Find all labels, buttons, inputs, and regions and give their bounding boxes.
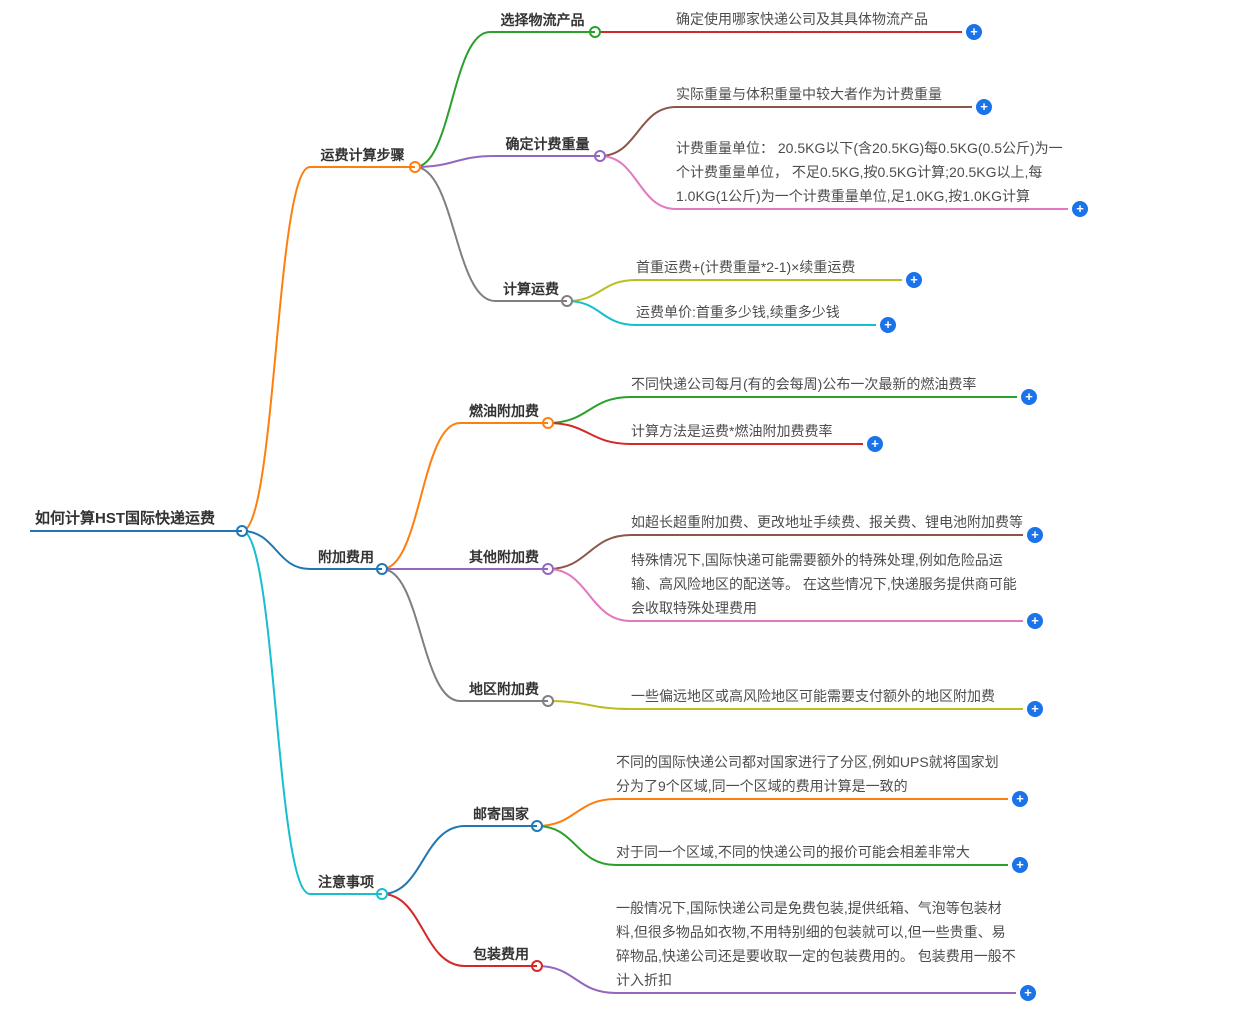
link-remote-area-fee (547, 700, 632, 710)
leaf-special-handling-fee[interactable]: 特殊情况下,国际快递可能需要额外的特殊处理,例如危险品运输、高风险地区的配送等。… (631, 548, 1023, 622)
link-root-freight-steps (241, 166, 311, 532)
link-freight-formula (566, 279, 637, 302)
link-surcharges-fuel (381, 422, 461, 570)
node-determine-chargeable-weight[interactable]: 确定计费重量 (495, 133, 600, 157)
expand-button-freight-formula[interactable]: + (906, 272, 922, 288)
link-notes-destination-country (381, 825, 466, 895)
link-root-surcharges (241, 530, 311, 570)
leaf-weight-unit-rules[interactable]: 计费重量单位： 20.5KG以下(含20.5KG)每0.5KG(0.5公斤)为一… (676, 136, 1068, 210)
node-surcharges[interactable]: 附加费用 (310, 546, 382, 570)
link-surcharges-regional (381, 568, 461, 702)
link-root-notes (241, 530, 311, 895)
leaf-actual-vs-volumetric-weight[interactable]: 实际重量与体积重量中较大者作为计费重量 (676, 82, 972, 108)
expand-button-other-surcharge-types[interactable]: + (1027, 527, 1043, 543)
expand-button-packaging-detail[interactable]: + (1020, 985, 1036, 1001)
expand-button-select-product-detail[interactable]: + (966, 24, 982, 40)
node-packaging-fee[interactable]: 包装费用 (465, 943, 537, 967)
node-freight-calc-steps[interactable]: 运费计算步骤 (310, 144, 415, 168)
link-fuel-calc-method (547, 422, 632, 445)
node-destination-country[interactable]: 邮寄国家 (465, 803, 537, 827)
expand-button-remote-area-fee[interactable]: + (1027, 701, 1043, 717)
link-freight-unit-price (566, 300, 637, 326)
link-packaging-detail (536, 965, 617, 994)
leaf-select-product-detail[interactable]: 确定使用哪家快递公司及其具体物流产品 (676, 7, 962, 33)
leaf-quote-difference[interactable]: 对于同一个区域,不同的快递公司的报价可能会相差非常大 (616, 840, 1008, 866)
expand-button-freight-unit-price[interactable]: + (880, 317, 896, 333)
node-select-logistics-product[interactable]: 选择物流产品 (490, 9, 595, 33)
expand-button-fuel-calc-method[interactable]: + (867, 436, 883, 452)
link-steps-calc-freight (414, 166, 496, 302)
expand-button-country-zones[interactable]: + (1012, 791, 1028, 807)
leaf-other-surcharge-types[interactable]: 如超长超重附加费、更改地址手续费、报关费、锂电池附加费等 (631, 510, 1023, 536)
expand-button-weight-unit-rules[interactable]: + (1072, 201, 1088, 217)
node-notes[interactable]: 注意事项 (310, 871, 382, 895)
link-steps-chargeable-weight (414, 155, 496, 168)
link-weight-actual-vs-volumetric (599, 106, 677, 157)
node-fuel-surcharge[interactable]: 燃油附加费 (460, 400, 548, 424)
leaf-packaging-detail[interactable]: 一般情况下,国际快递公司是免费包装,提供纸箱、气泡等包装材料,但很多物品如衣物,… (616, 896, 1016, 994)
link-country-zones (536, 798, 617, 827)
node-root[interactable]: 如何计算HST国际快递运费 (30, 508, 242, 532)
leaf-freight-unit-price[interactable]: 运费单价:首重多少钱,续重多少钱 (636, 300, 876, 326)
leaf-fuel-rate-publish[interactable]: 不同快递公司每月(有的会每周)公布一次最新的燃油费率 (631, 372, 1017, 398)
leaf-freight-formula[interactable]: 首重运费+(计费重量*2-1)×续重运费 (636, 255, 902, 281)
leaf-country-zones[interactable]: 不同的国际快递公司都对国家进行了分区,例如UPS就将国家划分为了9个区域,同一个… (616, 750, 1008, 800)
expand-button-fuel-rate-publish[interactable]: + (1021, 389, 1037, 405)
leaf-remote-area-fee[interactable]: 一些偏远地区或高风险地区可能需要支付额外的地区附加费 (631, 684, 1023, 710)
leaf-fuel-calc-method[interactable]: 计算方法是运费*燃油附加费费率 (631, 419, 863, 445)
expand-button-quote-difference[interactable]: + (1012, 857, 1028, 873)
link-steps-select-product (414, 31, 491, 168)
link-special-handling (547, 568, 632, 622)
node-regional-surcharge[interactable]: 地区附加费 (460, 678, 548, 702)
node-calc-freight[interactable]: 计算运费 (495, 278, 567, 302)
node-other-surcharge[interactable]: 其他附加费 (460, 546, 548, 570)
link-weight-unit-rules (599, 155, 677, 210)
link-quote-difference (536, 825, 617, 866)
link-other-surcharge-types (547, 534, 632, 570)
link-notes-packaging-fee (381, 893, 466, 967)
expand-button-special-handling[interactable]: + (1027, 613, 1043, 629)
expand-button-actual-vs-volumetric[interactable]: + (976, 99, 992, 115)
link-fuel-rate-publish (547, 396, 632, 424)
